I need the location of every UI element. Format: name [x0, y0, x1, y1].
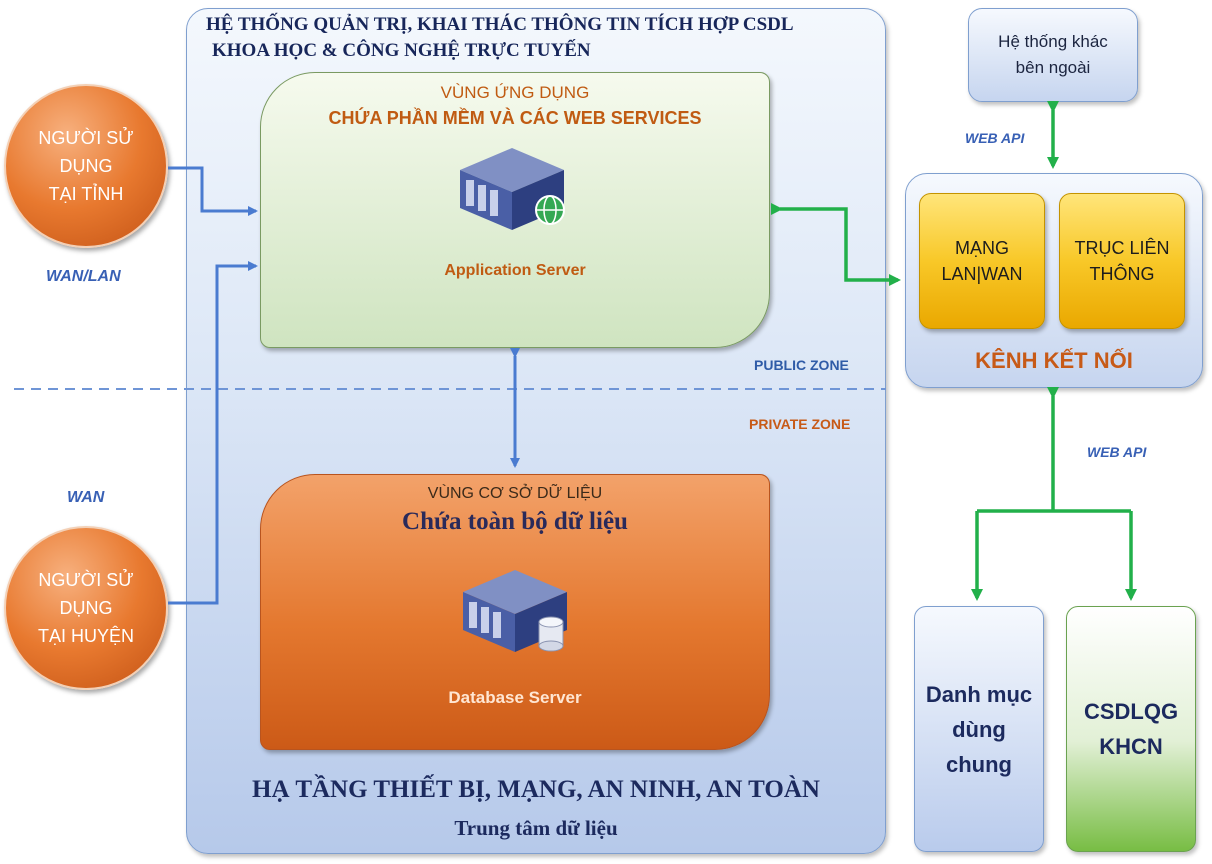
system-title-line2: KHOA HỌC & CÔNG NGHỆ TRỰC TUYẾN	[212, 40, 591, 61]
infrastructure-title: HẠ TẦNG THIẾT BỊ, MẠNG, AN NINH, AN TOÀN	[252, 776, 820, 803]
national-database-node: CSDLQG KHCN	[1066, 606, 1196, 852]
shared-catalog-node: Danh mục dùng chung	[914, 606, 1044, 852]
wan-label: WAN	[67, 489, 105, 506]
wan-lan-label: WAN/LAN	[46, 268, 121, 285]
lan-wan-line1: MẠNG	[955, 238, 1009, 258]
app-channel-connector	[771, 203, 901, 286]
integration-axis-line2: THÔNG	[1089, 264, 1155, 284]
application-server-label: Application Server	[444, 262, 586, 279]
database-zone-subtitle: VÙNG CƠ SỞ DỮ LIỆU	[427, 485, 603, 502]
integration-axis-box: TRỤC LIÊN THÔNG	[1059, 193, 1185, 329]
shared-catalog-line2: dùng	[952, 716, 1006, 742]
lan-wan-line2: LAN|WAN	[941, 264, 1023, 284]
province-user-node: NGƯỜI SỬ DỤNG TẠI TỈNH	[4, 84, 168, 248]
web-api-label-bottom: WEB API	[1087, 444, 1147, 460]
province-to-app-connector	[168, 166, 258, 216]
district-user-line2: DỤNG	[59, 598, 113, 618]
public-zone-label: PUBLIC ZONE	[754, 357, 849, 373]
shared-catalog-line1: Danh mục	[925, 681, 1033, 707]
web-server-icon	[460, 148, 565, 230]
private-zone-label: PRIVATE ZONE	[749, 416, 851, 432]
connection-channel-title: KÊNH KẾT NỐI	[975, 348, 1133, 373]
system-title: HỆ THỐNG QUẢN TRỊ, KHAI THÁC THÔNG TIN T…	[206, 12, 866, 64]
district-user-line3: TẠI HUYỆN	[37, 626, 134, 646]
province-user-line3: TẠI TỈNH	[48, 184, 124, 204]
province-user-line1: NGƯỜI SỬ	[38, 128, 134, 148]
system-title-line1: HỆ THỐNG QUẢN TRỊ, KHAI THÁC THÔNG TIN T…	[206, 14, 794, 35]
application-zone-subtitle: VÙNG ỨNG DỤNG	[440, 83, 590, 102]
external-system-line2: bên ngoài	[1015, 58, 1091, 77]
external-system-node: Hệ thống khác bên ngoài	[968, 8, 1138, 102]
database-server-label: Database Server	[448, 688, 582, 707]
integration-axis-line1: TRỤC LIÊN	[1074, 238, 1170, 258]
infrastructure-subtitle: Trung tâm dữ liệu	[454, 816, 618, 840]
web-api-label-top: WEB API	[965, 130, 1025, 146]
national-database-line1: CSDLQG	[1083, 699, 1179, 724]
province-user-line2: DỤNG	[59, 156, 113, 176]
district-to-app-connector	[168, 261, 258, 605]
application-zone-title: CHỨA PHẦN MỀM VÀ CÁC WEB SERVICES	[328, 108, 702, 128]
national-database-line2: KHCN	[1099, 734, 1163, 759]
district-user-node: NGƯỜI SỬ DỤNG TẠI HUYỆN	[4, 526, 168, 690]
database-server-icon	[463, 570, 567, 652]
shared-catalog-line3: chung	[946, 751, 1012, 777]
district-user-line1: NGƯỜI SỬ	[38, 570, 134, 590]
database-zone-title: Chứa toàn bộ dữ liệu	[402, 508, 628, 535]
external-system-line1: Hệ thống khác	[998, 32, 1108, 51]
lan-wan-box: MẠNG LAN|WAN	[919, 193, 1045, 329]
